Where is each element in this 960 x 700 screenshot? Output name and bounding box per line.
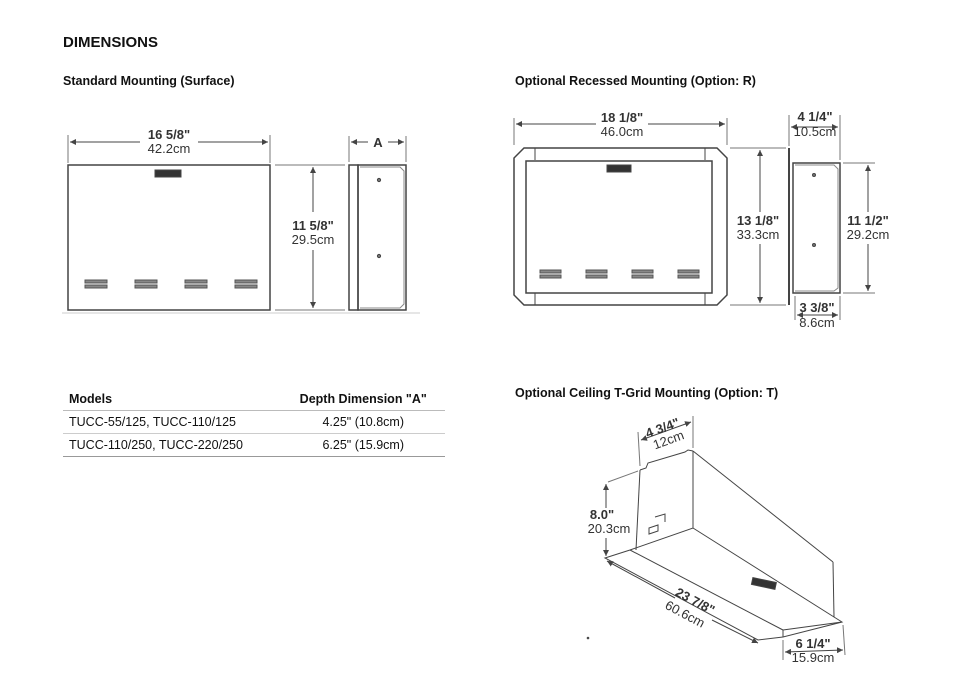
tgrid-depth-cm: 15.9cm [792,650,835,665]
depth-cell: 4.25" (10.8cm) [281,410,445,434]
table-row: TUCC-110/250, TUCC-220/250 6.25" (15.9cm… [63,433,445,457]
tgrid-isometric-view [586,416,846,660]
col-header-depth: Depth Dimension "A" [281,388,445,411]
depth-table: Models Depth Dimension "A" TUCC-55/125, … [63,388,445,457]
recessed-depth-in: 4 1/4" [797,109,832,124]
surface-heading: Standard Mounting (Surface) [63,74,235,88]
table-header-row: Models Depth Dimension "A" [63,388,445,411]
recessed-depth-cm: 10.5cm [794,124,837,139]
depth-cell: 6.25" (15.9cm) [281,433,445,457]
tgrid-heading: Optional Ceiling T-Grid Mounting (Option… [515,386,779,400]
surface-side-view [62,136,420,314]
tgrid-depth-in: 6 1/4" [795,636,830,651]
model-cell: TUCC-55/125, TUCC-110/125 [63,410,282,434]
recessed-box-height-in: 11 1/2" [847,213,889,228]
surface-height-in: 11 5/8" [292,218,334,233]
recessed-box-height-cm: 29.2cm [847,227,890,242]
recessed-height-cm: 33.3cm [737,227,780,242]
recessed-side-view [788,115,875,320]
recessed-width-in: 18 1/8" [601,110,643,125]
recessed-recess-in: 3 3/8" [799,300,834,315]
recessed-recess-cm: 8.6cm [799,315,834,330]
recessed-width-cm: 46.0cm [601,124,644,139]
tgrid-height-in: 8.0" [590,507,614,522]
table-row: TUCC-55/125, TUCC-110/125 4.25" (10.8cm) [63,410,445,434]
surface-depth-label: A [373,135,383,150]
surface-width-in: 16 5/8" [148,127,190,142]
page-title: DIMENSIONS [63,34,159,51]
model-cell: TUCC-110/250, TUCC-220/250 [63,433,282,457]
col-header-models: Models [63,388,282,411]
recessed-front-view [513,118,786,306]
recessed-heading: Optional Recessed Mounting (Option: R) [515,74,756,88]
surface-width-cm: 42.2cm [148,141,191,156]
tgrid-height-cm: 20.3cm [588,521,631,536]
surface-front-view [67,135,345,311]
surface-height-cm: 29.5cm [292,232,335,247]
recessed-height-in: 13 1/8" [737,213,779,228]
